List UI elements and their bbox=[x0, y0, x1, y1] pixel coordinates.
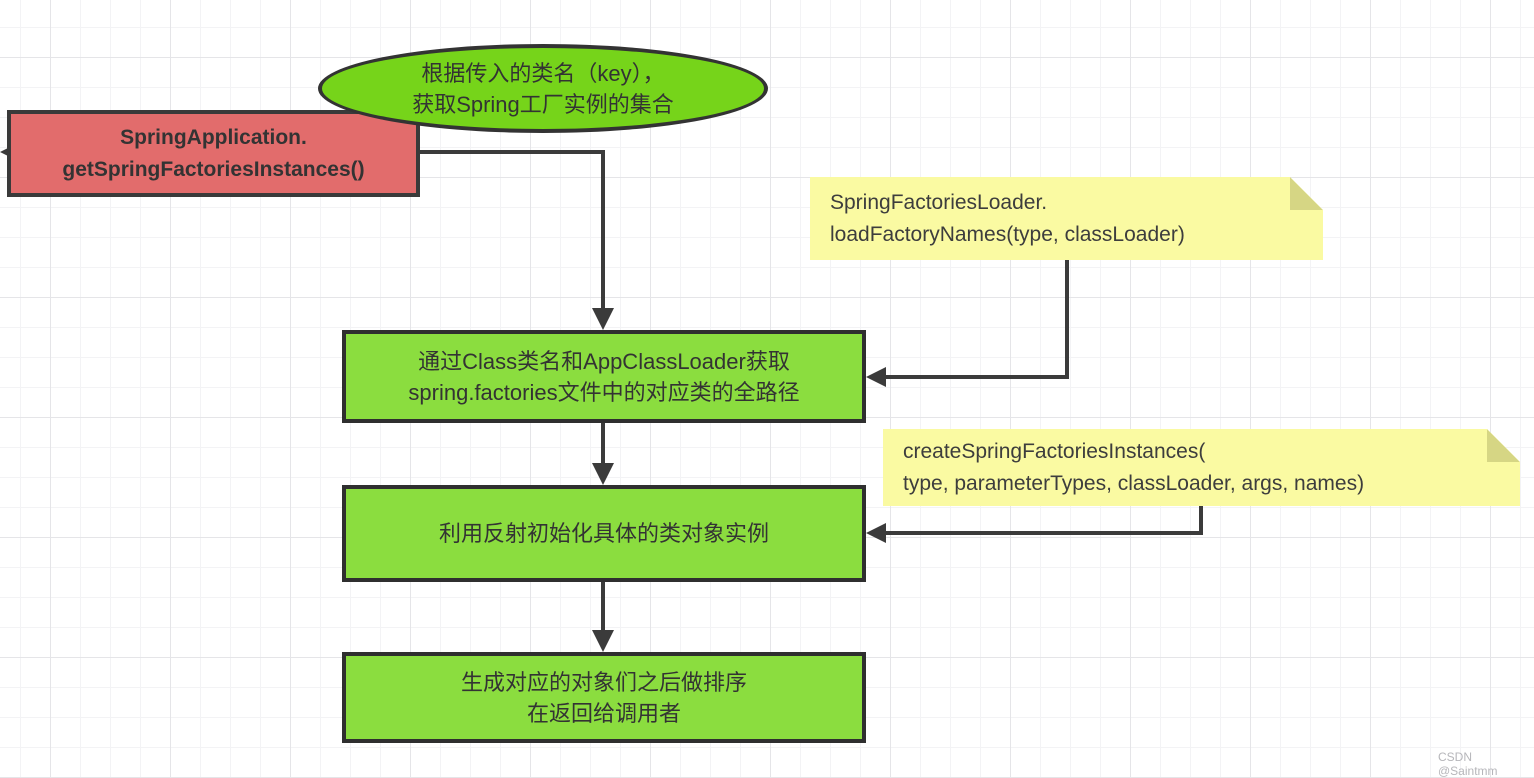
step1-line2: spring.factories文件中的对应类的全路径 bbox=[408, 379, 800, 405]
connector-note1-horizontal bbox=[884, 375, 1069, 379]
step-sort-and-return: 生成对应的对象们之后做排序 在返回给调用者 bbox=[342, 652, 866, 743]
note1-line2: loadFactoryNames(type, classLoader) bbox=[830, 222, 1185, 246]
connector-entry-to-step1-horizontal bbox=[418, 150, 605, 154]
arrowhead-into-step1-icon bbox=[592, 308, 614, 330]
connector-entry-to-step1-vertical bbox=[601, 150, 605, 312]
step-get-class-paths: 通过Class类名和AppClassLoader获取 spring.factor… bbox=[342, 330, 866, 423]
step-reflect-instantiate: 利用反射初始化具体的类对象实例 bbox=[342, 485, 866, 582]
connector-note2-vertical bbox=[1199, 505, 1203, 535]
arrowhead-into-step1-right-icon bbox=[866, 367, 886, 387]
goal-ellipse-line2: 获取Spring工厂实例的集合 bbox=[412, 91, 674, 117]
arrowhead-into-step2-right-icon bbox=[866, 523, 886, 543]
arrowhead-into-step3-icon bbox=[592, 630, 614, 652]
note-load-factory-names: SpringFactoriesLoader. loadFactoryNames(… bbox=[810, 177, 1323, 260]
note-fold-corner-icon bbox=[1290, 177, 1323, 210]
step3-line2: 在返回给调用者 bbox=[526, 700, 681, 726]
step3-line1: 生成对应的对象们之后做排序 bbox=[460, 669, 747, 695]
goal-ellipse-line1: 根据传入的类名（key）， bbox=[421, 60, 665, 86]
note2-line1: createSpringFactoriesInstances( bbox=[903, 439, 1206, 463]
note2-line2: type, parameterTypes, classLoader, args,… bbox=[903, 471, 1365, 495]
connector-step2-to-step3 bbox=[601, 582, 605, 632]
connector-note1-vertical bbox=[1065, 259, 1069, 379]
entry-method-line1: SpringApplication. bbox=[120, 125, 307, 149]
arrowhead-into-step2-icon bbox=[592, 463, 614, 485]
entry-method-line2: getSpringFactoriesInstances() bbox=[62, 157, 365, 181]
step1-line1: 通过Class类名和AppClassLoader获取 bbox=[418, 348, 790, 374]
goal-ellipse: 根据传入的类名（key）， 获取Spring工厂实例的集合 bbox=[318, 44, 768, 133]
connector-note2-horizontal bbox=[884, 531, 1203, 535]
watermark: CSDN @Saintmm bbox=[1438, 750, 1498, 778]
note-create-instances: createSpringFactoriesInstances( type, pa… bbox=[883, 429, 1520, 506]
note-fold-corner-icon bbox=[1487, 429, 1520, 462]
connector-step1-to-step2 bbox=[601, 423, 605, 465]
step2-line1: 利用反射初始化具体的类对象实例 bbox=[438, 521, 769, 546]
note1-line1: SpringFactoriesLoader. bbox=[830, 190, 1048, 214]
entry-method-box: SpringApplication. getSpringFactoriesIns… bbox=[7, 110, 420, 197]
